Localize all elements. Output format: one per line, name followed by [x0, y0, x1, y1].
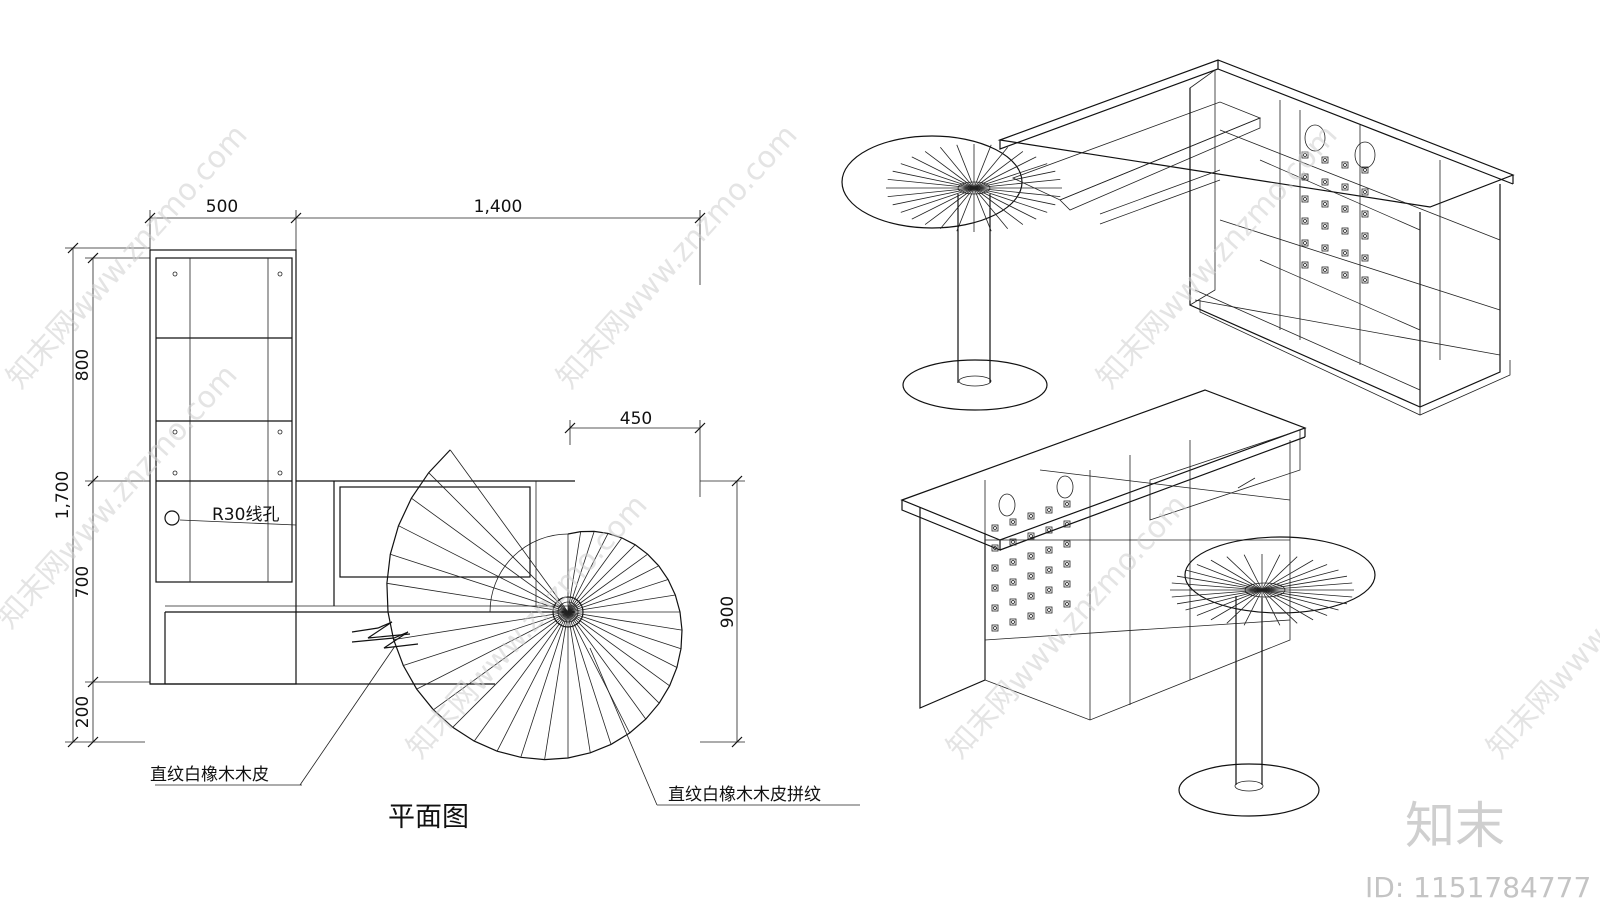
label-material-2: 直纹白橡木木皮拼纹 — [668, 785, 821, 805]
brand-logo: 知末 — [1405, 797, 1505, 855]
image-id: ID: 1151784777 — [1365, 871, 1591, 904]
watermark-4: 知末网www.znzmo.com — [0, 358, 244, 635]
dim-200: 200 — [73, 696, 93, 728]
dim-1400: 1,400 — [474, 197, 523, 217]
label-material-1: 直纹白橡木木皮 — [150, 765, 269, 785]
dim-500: 500 — [206, 197, 238, 217]
watermark-6: 知末网www.znzmo.com — [940, 488, 1195, 765]
iso-view-upper — [841, 59, 1515, 416]
label-cable-hole: R30线孔 — [212, 505, 279, 525]
watermark-2: 知末网www.znzmo.com — [550, 118, 805, 395]
dim-1700: 1,700 — [53, 471, 73, 520]
iso-view-lower — [900, 389, 1376, 817]
plan-round-top — [386, 449, 683, 761]
plan-title: 平面图 — [388, 802, 469, 833]
dimension-900: 900 — [700, 475, 745, 748]
dimension-top: 500 1,400 — [144, 197, 706, 285]
dim-450: 450 — [620, 409, 652, 429]
plan-desk — [150, 480, 575, 685]
plan-view: 500 1,400 450 1,700 — [53, 197, 860, 833]
plan-bookshelf: R30线孔 — [149, 249, 297, 685]
leader-2 — [589, 647, 658, 806]
watermark-5: 知末网www.znzmo.com — [400, 488, 655, 765]
dim-900: 900 — [718, 596, 738, 628]
cable-hole — [164, 510, 180, 526]
watermark-7: 知末网www.znzmo.com — [1480, 488, 1600, 765]
dim-800: 800 — [73, 349, 93, 381]
dim-700: 700 — [73, 566, 93, 598]
dimension-left: 1,700 800 700 200 — [53, 242, 150, 748]
watermark-1: 知末网www.znzmo.com — [0, 118, 254, 395]
dimension-450: 450 — [564, 409, 706, 497]
leader-1 — [299, 645, 396, 786]
